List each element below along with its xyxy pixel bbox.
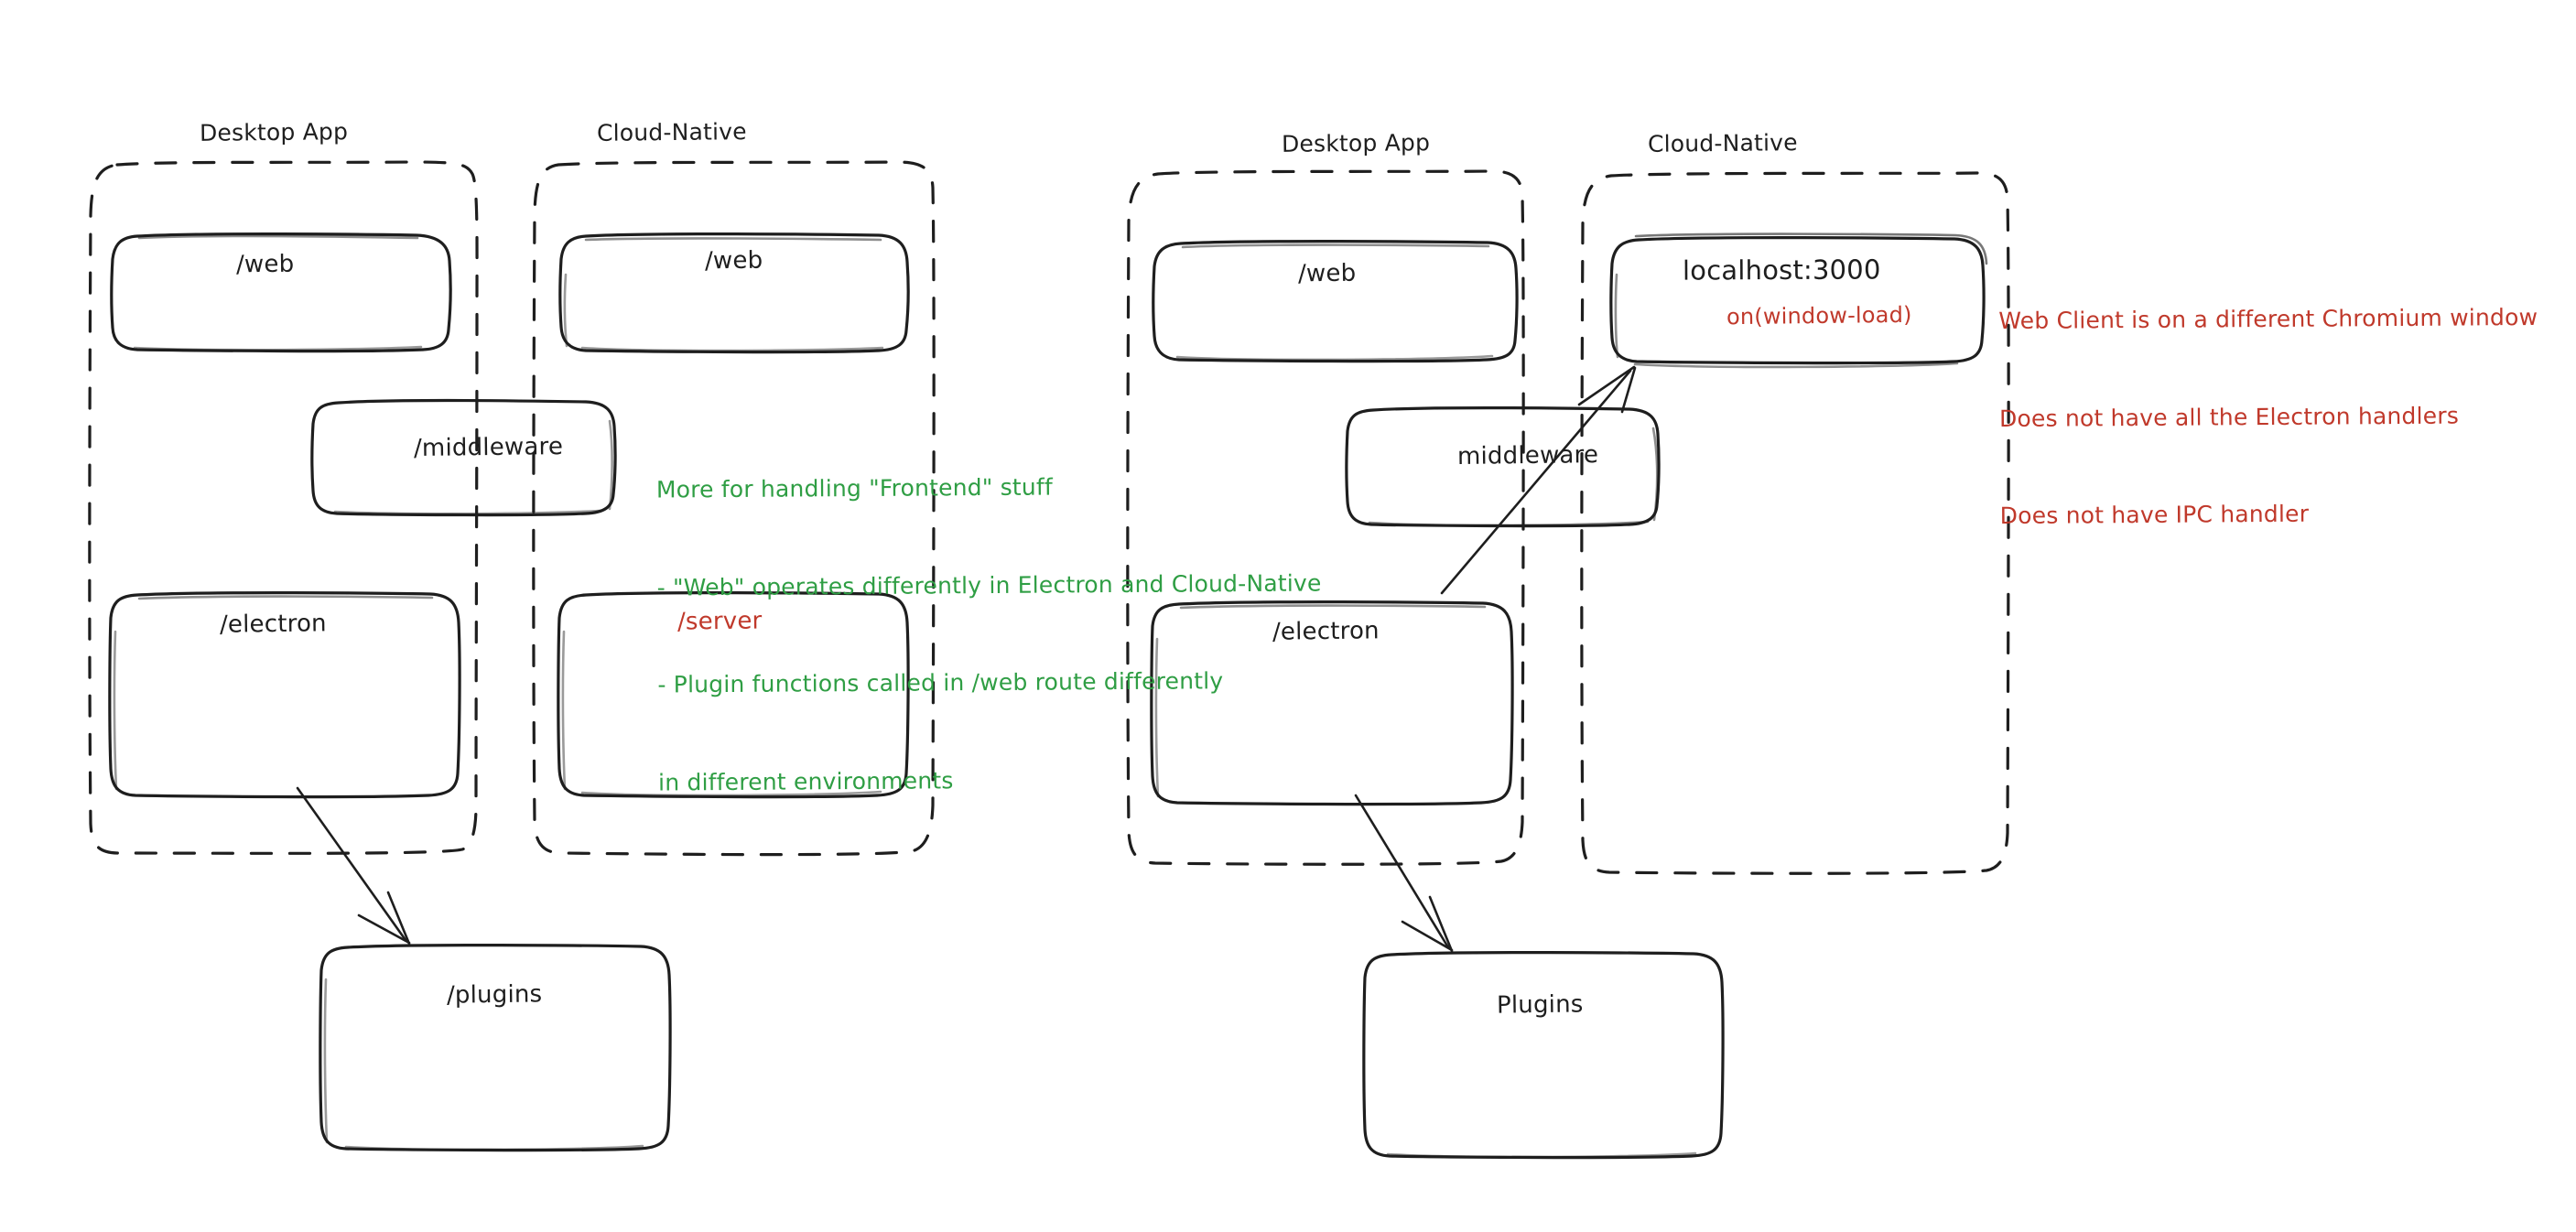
annotation-green-line-3: - Plugin functions called in /web route … (657, 667, 1224, 698)
node-label-left-plugins: /plugins (446, 980, 543, 1010)
node-label-left-middleware: /middleware (413, 433, 564, 462)
node-right-desktop-web[interactable] (1152, 240, 1519, 363)
node-left-server[interactable] (557, 591, 910, 799)
node-right-electron[interactable] (1150, 600, 1514, 806)
annotation-red-line-2: Does not have all the Electron handlers (1998, 402, 2460, 432)
group-label-left-cloud-native: Cloud-Native (596, 118, 747, 146)
annotation-red-line-1: Web Client is on a different Chromium wi… (1998, 303, 2538, 335)
arrow-right-electron-to-plugins (1354, 794, 1454, 953)
annotation-red-note: Web Client is on a different Chromium wi… (1998, 236, 2540, 598)
annotation-green-line-1: More for handling "Frontend" stuff (655, 473, 1054, 503)
node-sublabel-right-localhost-onwindowload: on(window-load) (1726, 301, 1912, 330)
node-label-left-cloud-web: /web (704, 246, 763, 276)
container-left-desktop-app (88, 160, 479, 855)
node-left-electron[interactable] (108, 591, 461, 799)
node-left-middleware[interactable] (310, 399, 617, 517)
arrow-left-electron-to-plugins (296, 786, 411, 946)
group-label-right-desktop-app: Desktop App (1281, 129, 1431, 157)
node-label-right-plugins: Plugins (1496, 990, 1584, 1020)
node-right-plugins[interactable] (1362, 951, 1725, 1160)
node-label-right-localhost: localhost:3000 (1682, 254, 1881, 286)
annotation-red-line-3: Does not have IPC handler (1999, 500, 2310, 530)
arrow-right-electron-to-localhost (1440, 365, 1637, 595)
node-left-plugins[interactable] (319, 944, 672, 1152)
group-label-right-cloud-native: Cloud-Native (1647, 129, 1798, 157)
node-left-desktop-web[interactable] (110, 232, 452, 353)
annotation-green-line-2: - "Web" operates differently in Electron… (656, 568, 1322, 601)
annotation-green-note: More for handling "Frontend" stuff - "We… (655, 404, 1323, 863)
container-right-desktop-app (1126, 169, 1525, 866)
node-label-left-desktop-web: /web (235, 250, 295, 279)
group-label-left-desktop-app: Desktop App (199, 118, 349, 146)
node-label-right-desktop-web: /web (1297, 259, 1357, 288)
container-left-cloud-native (532, 160, 936, 857)
node-right-middleware[interactable] (1345, 406, 1661, 528)
container-right-cloud-native (1580, 171, 2010, 875)
node-label-right-middleware: middleware (1456, 441, 1599, 470)
node-label-left-electron: /electron (219, 610, 327, 639)
node-left-cloud-web[interactable] (558, 232, 910, 354)
node-right-localhost[interactable] (1609, 232, 1988, 369)
annotation-green-line-4: in different environments (658, 766, 954, 796)
